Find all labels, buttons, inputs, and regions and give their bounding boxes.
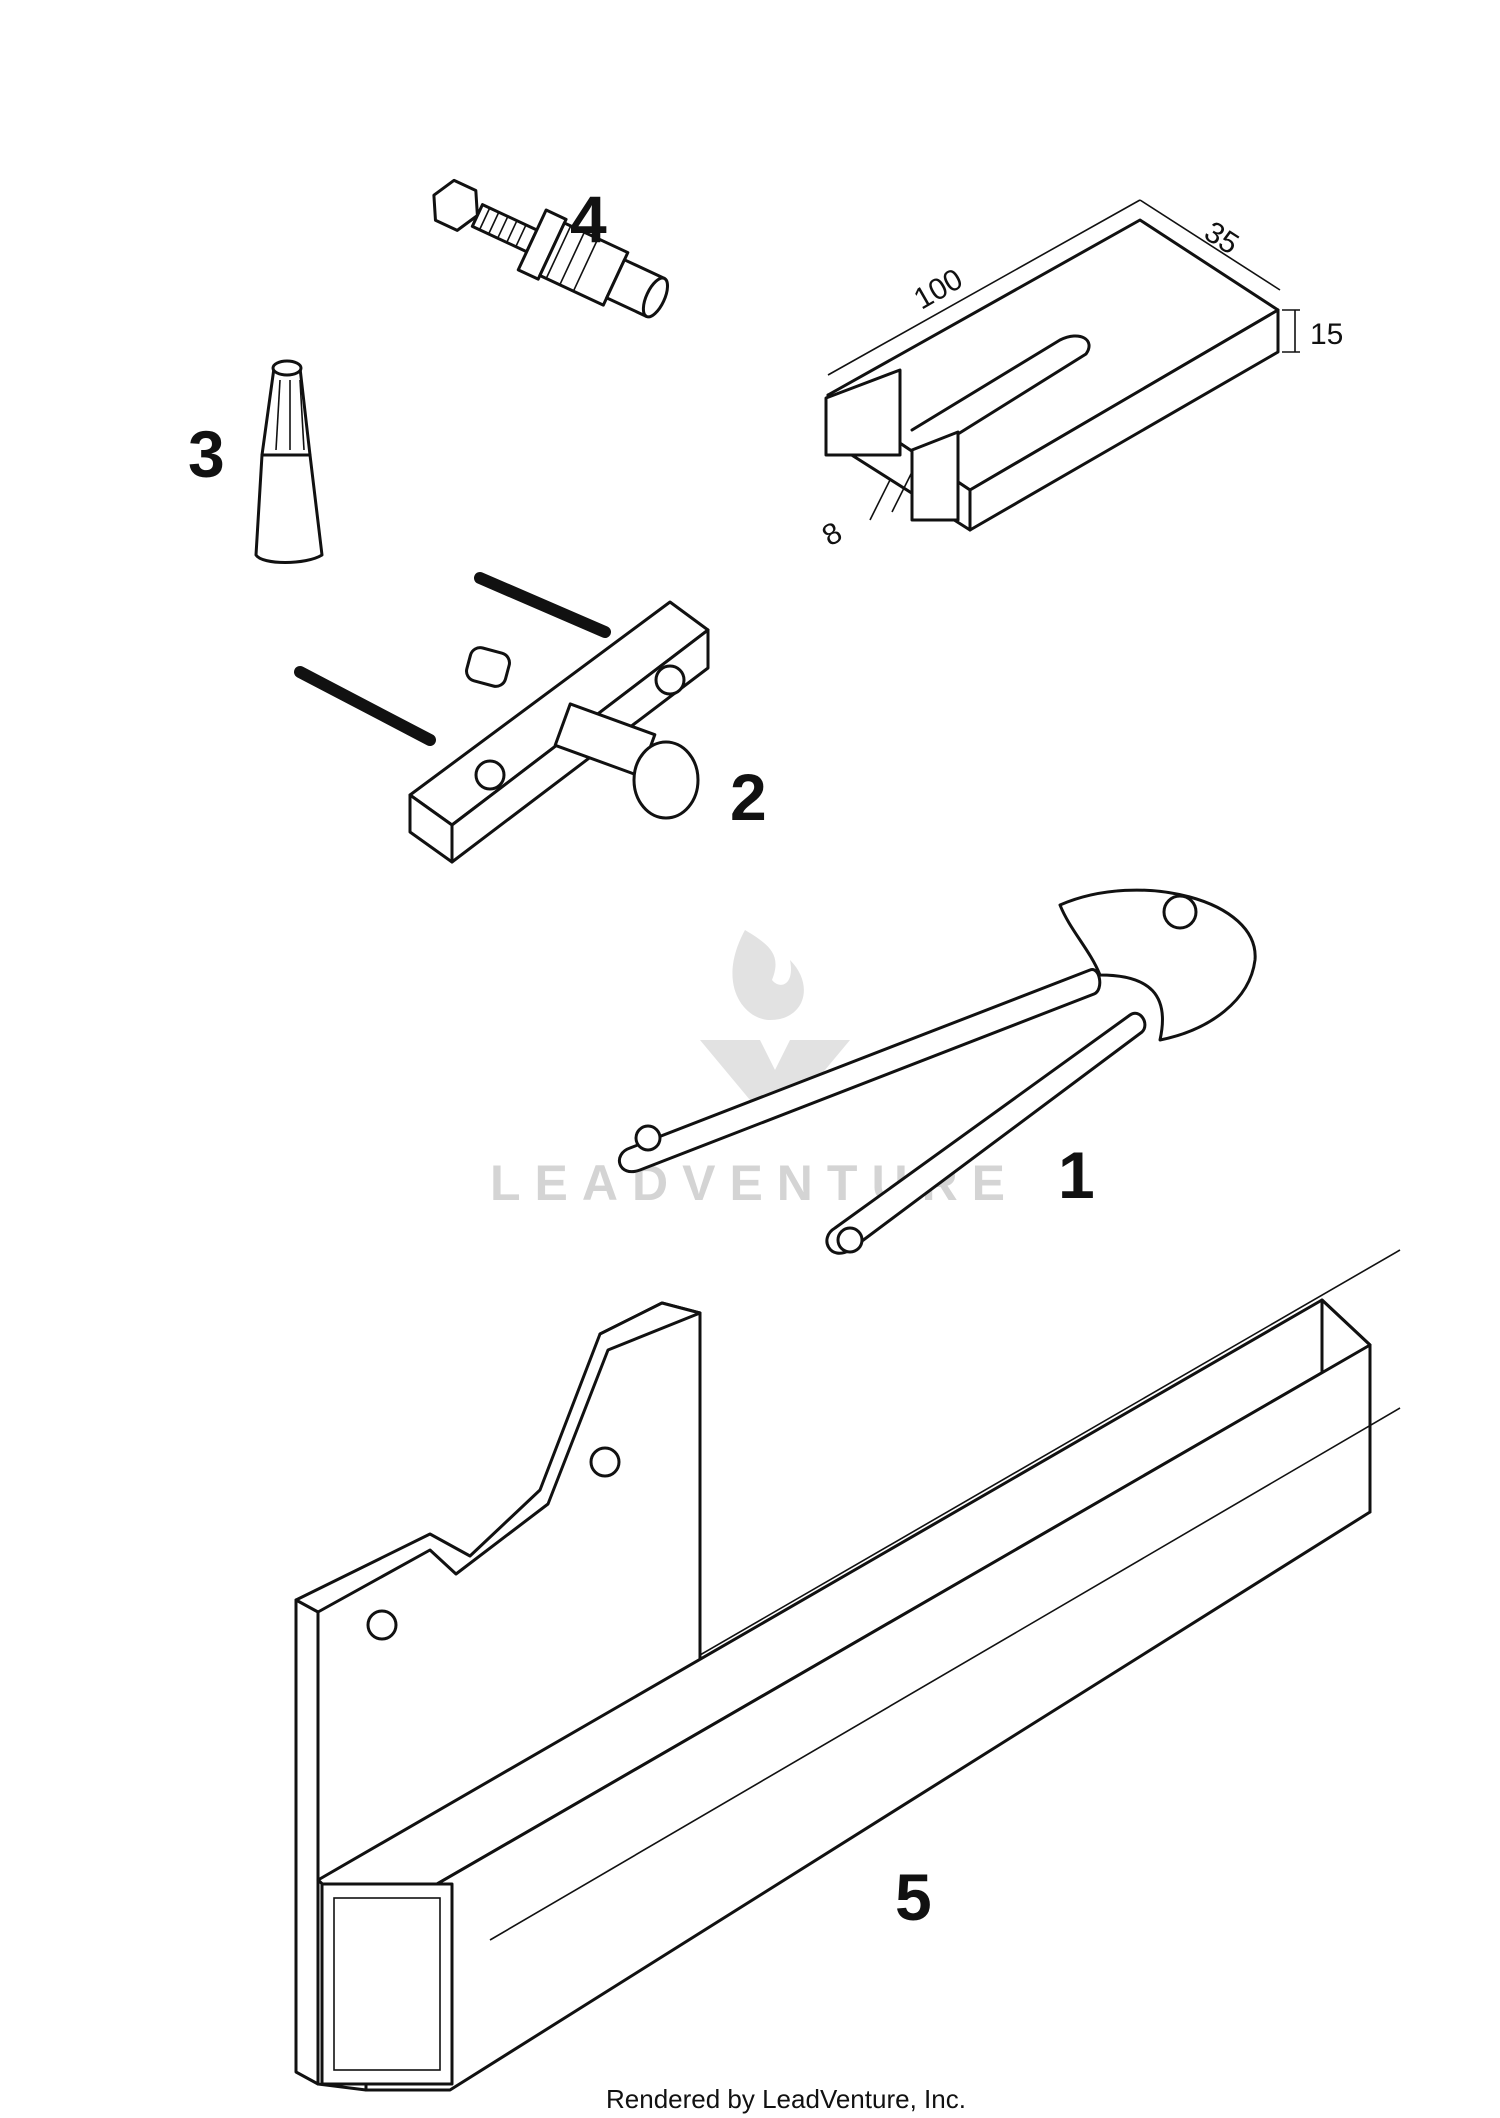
callout-1: 1	[1058, 1138, 1095, 1212]
part-5-holding-fixture	[294, 1249, 1401, 2092]
part-2-puller	[294, 572, 710, 864]
part-3-tapered-plug	[254, 359, 324, 564]
dim-height: 15	[1310, 318, 1343, 351]
callout-4: 4	[570, 182, 607, 256]
callout-5: 5	[895, 1860, 932, 1934]
callout-3: 3	[188, 417, 225, 491]
dim-slot: 8	[817, 516, 848, 553]
dim-length: 100	[908, 263, 968, 317]
part-4-bolt-coupler	[432, 178, 670, 319]
part-1-pin-spanner	[618, 888, 1257, 1255]
part-slotted-block	[824, 199, 1300, 532]
dim-width: 35	[1198, 215, 1244, 261]
footer-credit: Rendered by LeadVenture, Inc.	[606, 2084, 966, 2114]
callout-2: 2	[730, 760, 767, 834]
